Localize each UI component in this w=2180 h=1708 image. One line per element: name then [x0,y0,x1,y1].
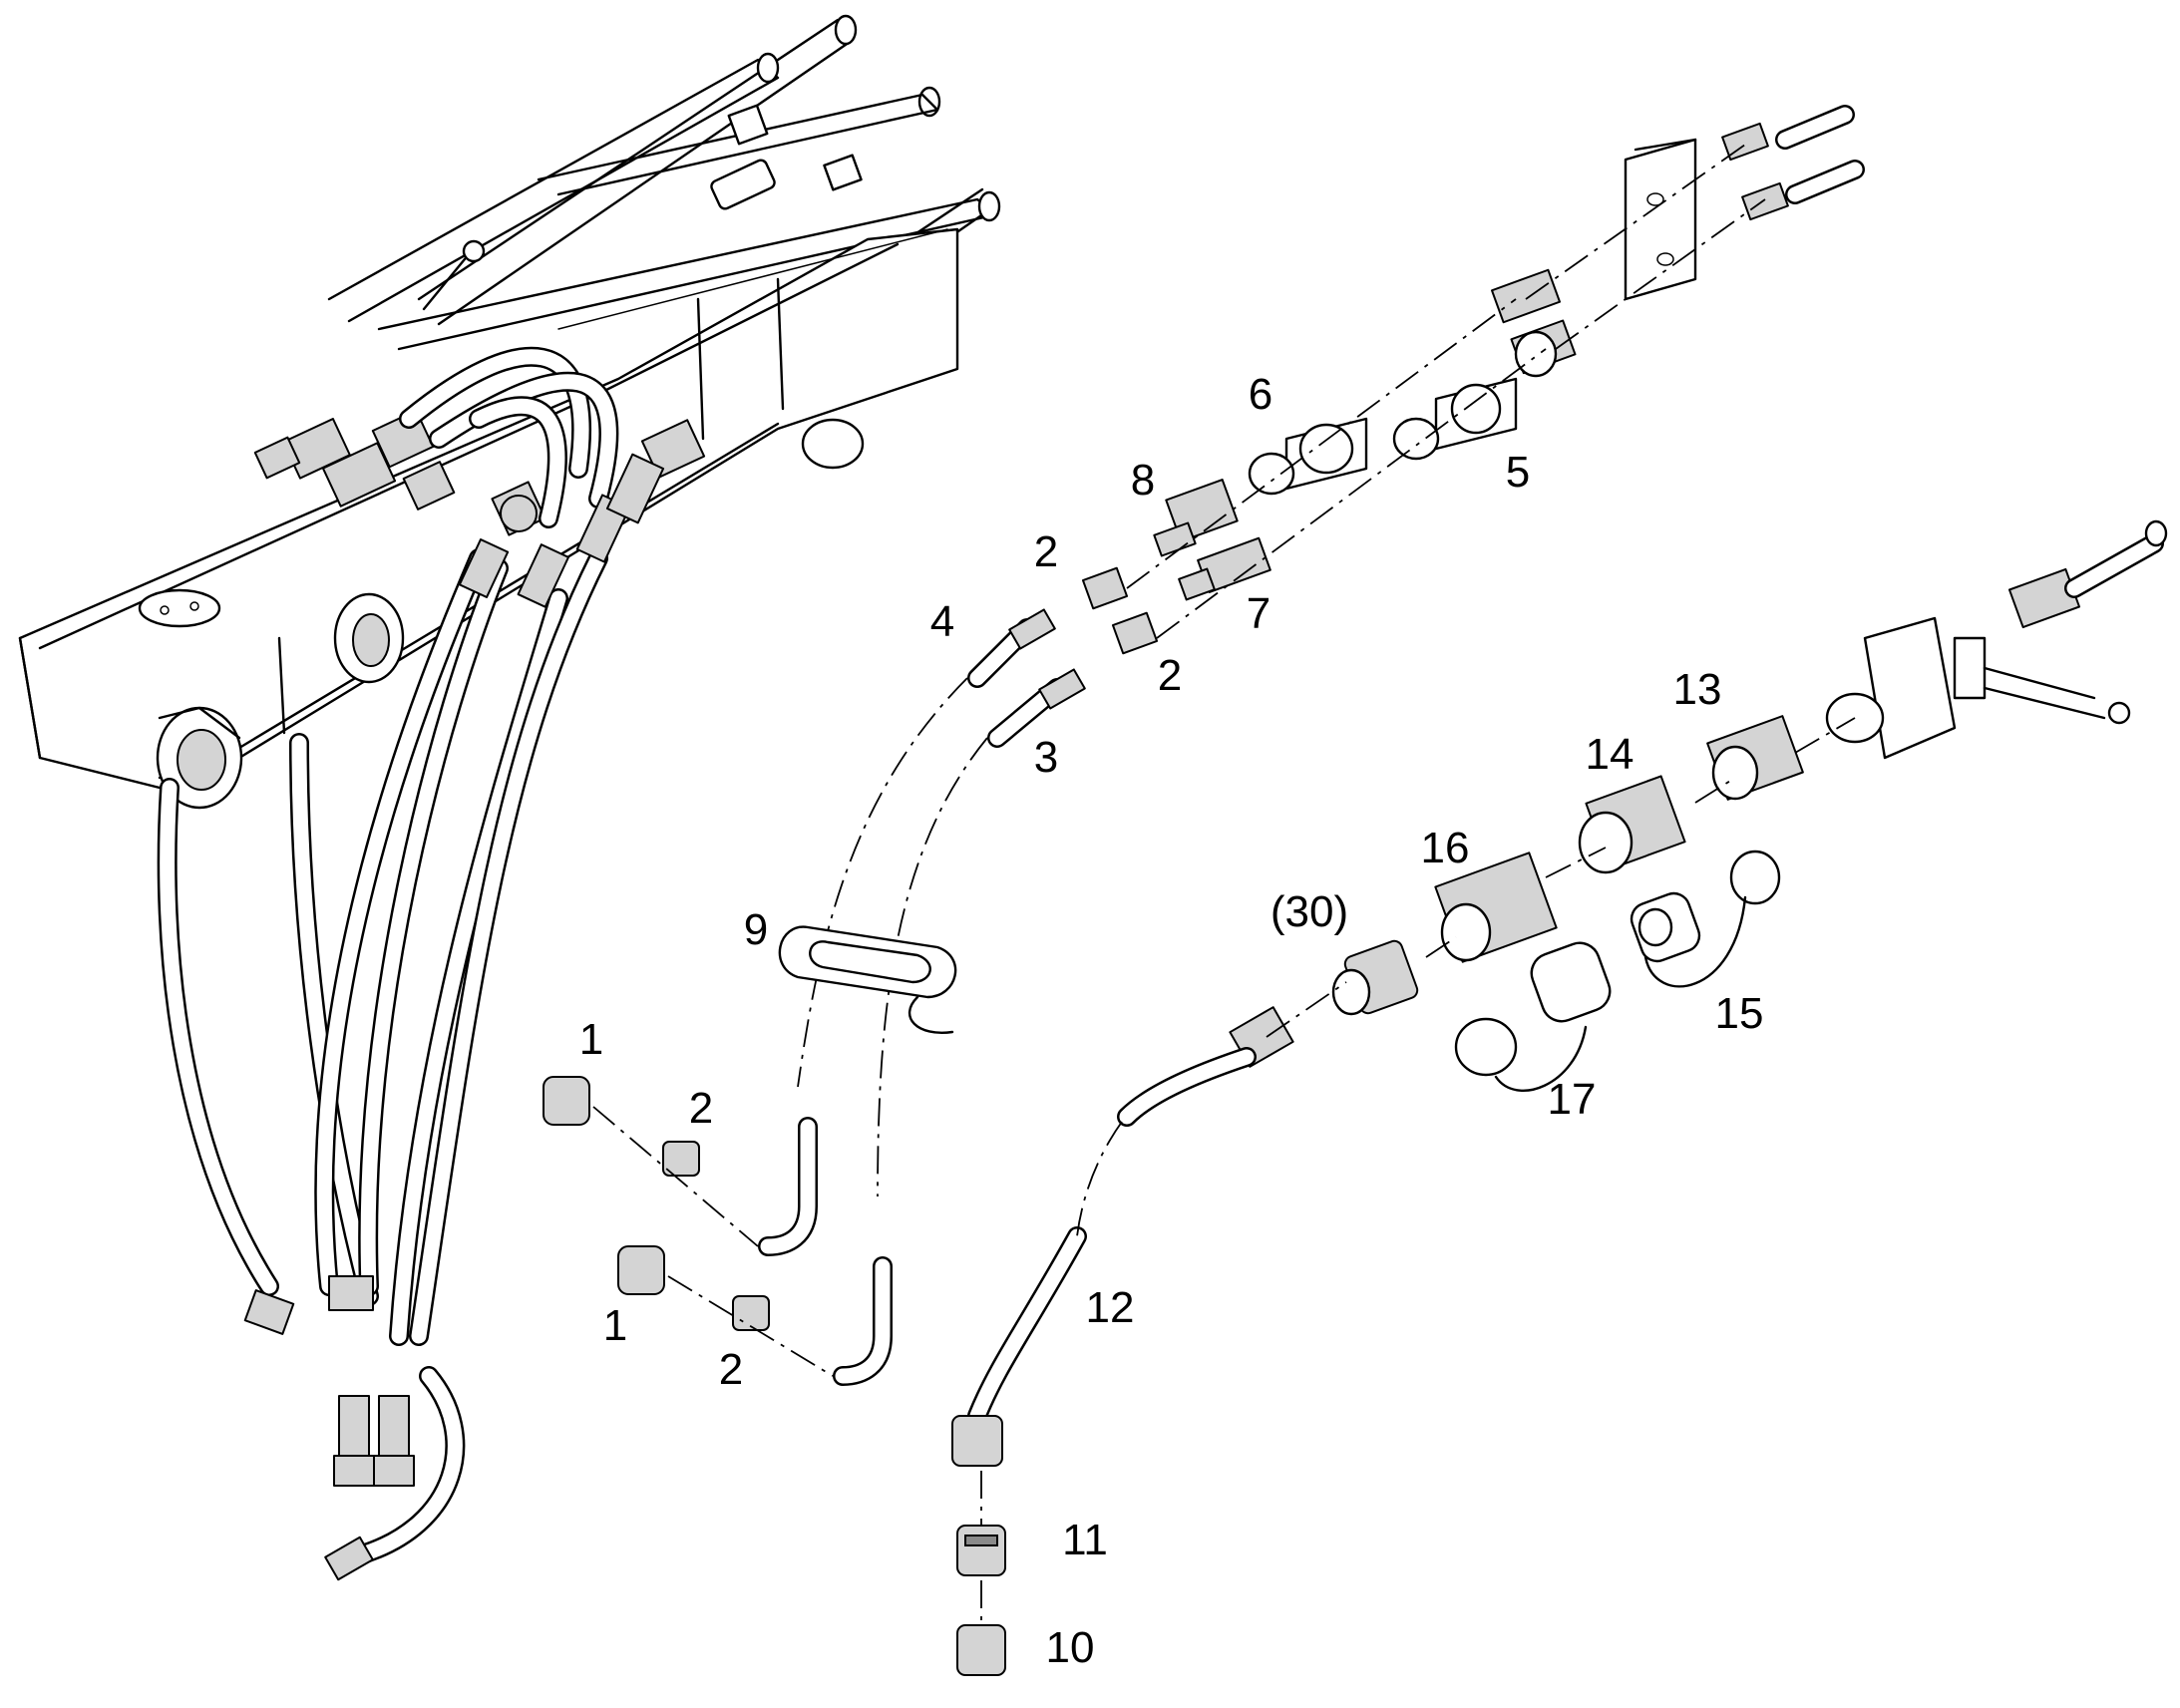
callout-15: 15 [1714,989,1764,1038]
callout-3: 3 [1033,733,1059,782]
lower-coupler-group [951,519,2168,1676]
callout-8: 8 [1130,456,1156,505]
callout-10: 10 [1045,1623,1095,1672]
callout-11: 11 [1062,1516,1108,1564]
callout-13: 13 [1672,665,1722,714]
hose-bundle [157,453,665,1581]
callout-14: 14 [1585,730,1635,779]
callout-30: (30) [1270,887,1349,936]
callout-2-upper-left: 2 [688,1084,714,1133]
callout-2-top: 2 [1033,527,1059,576]
callout-1-upper: 1 [578,1015,604,1064]
callout-5: 5 [1505,448,1531,497]
callout-4: 4 [929,597,955,646]
callout-6: 6 [1248,370,1273,419]
callout-1-lower: 1 [602,1301,628,1350]
callout-12: 12 [1085,1283,1135,1332]
upper-coupler-group [543,105,1865,1386]
valve-block [253,409,706,536]
callout-17: 17 [1547,1075,1597,1124]
callout-7: 7 [1246,589,1272,638]
callout-9: 9 [743,905,769,954]
callout-2-mid: 2 [1157,651,1183,700]
callout-16: 16 [1420,824,1470,872]
boom-arm [18,14,1001,810]
callout-2-lower-left: 2 [718,1345,744,1394]
